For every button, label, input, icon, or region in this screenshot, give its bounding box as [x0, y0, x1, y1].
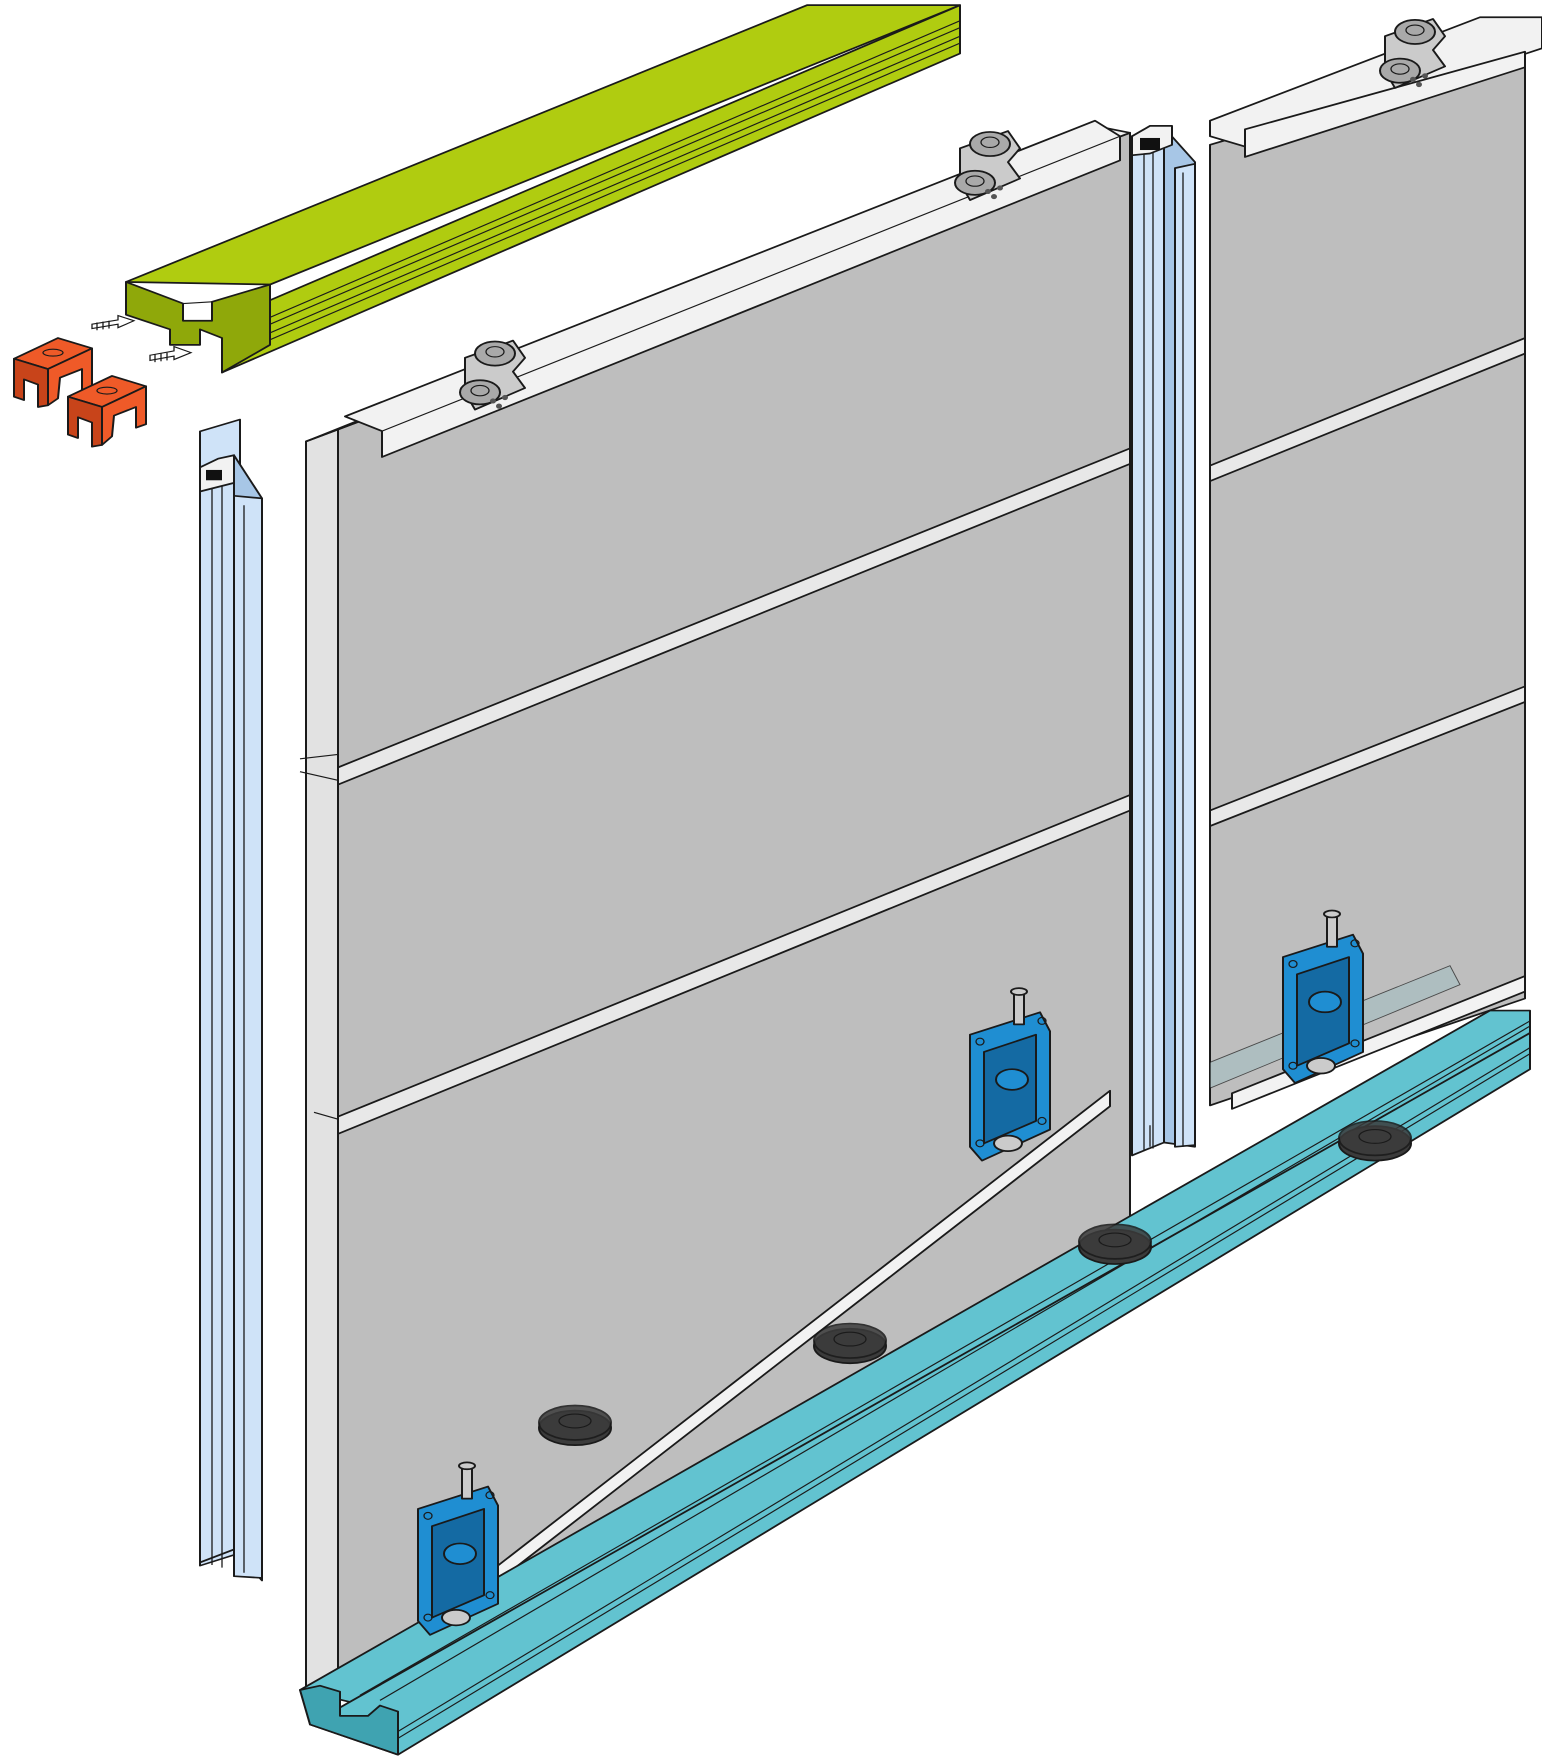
panel-right-top-frame-front: [1244, 50, 1526, 158]
top-track-end-channel: [125, 281, 271, 374]
insert-arrows: [91, 314, 193, 363]
center-vertical-profile: [1131, 125, 1196, 1157]
door-panel-right: [1209, 16, 1542, 1110]
insert-arrow-icon: [91, 314, 136, 330]
panel-right-top-frame: [1209, 16, 1542, 148]
panel-right-divider-lower: [1209, 685, 1526, 827]
fixing-clips: [13, 337, 147, 448]
top-hangers: [459, 18, 1446, 411]
bottom-roller-icon: [1282, 909, 1364, 1084]
top-hanger-wheel-icon: [1379, 18, 1446, 89]
bottom-track-end: [299, 1684, 399, 1756]
fixing-clip-icon: [67, 375, 147, 448]
bottom-track: [299, 1009, 1531, 1756]
panel-left-side-edge: [305, 428, 339, 1690]
bottom-rollers: [417, 909, 1364, 1636]
panel-right-face: [1209, 50, 1526, 1107]
floor-guides: [538, 1120, 1412, 1447]
panel-left-divider-lower: [337, 794, 1131, 1135]
top-hanger-wheel-icon: [459, 339, 526, 411]
bottom-roller-icon: [969, 987, 1051, 1162]
floor-guide-icon: [538, 1404, 612, 1447]
panel-right-divider-upper: [1209, 337, 1526, 483]
floor-guide-icon: [1338, 1120, 1412, 1162]
floor-guide-icon: [813, 1322, 887, 1365]
floor-guide-icon: [1078, 1223, 1152, 1265]
panel-left-divider-upper: [337, 447, 1131, 786]
fixing-clip-icon: [13, 337, 93, 408]
left-vertical-profile: [199, 418, 263, 1582]
top-hanger-wheel-icon: [954, 130, 1021, 201]
bottom-roller-icon: [417, 1461, 499, 1636]
insert-arrow-icon: [149, 345, 193, 362]
top-track: [125, 4, 961, 374]
